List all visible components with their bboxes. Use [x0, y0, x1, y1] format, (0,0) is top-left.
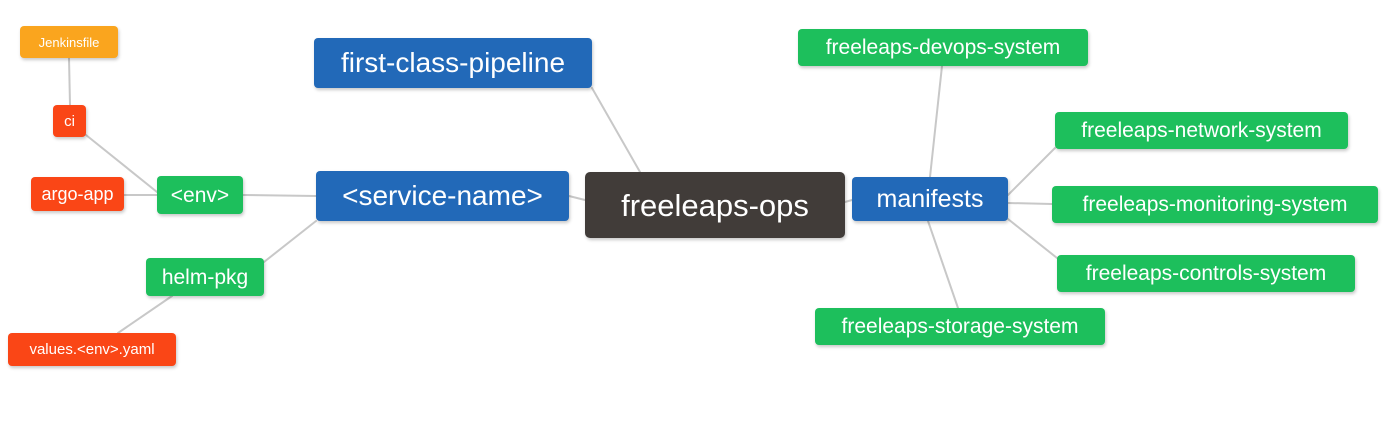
node-manifests[interactable]: manifests [852, 177, 1008, 221]
edge-first-class-pipeline-to-freeleaps-ops [591, 87, 641, 173]
node-label: values.<env>.yaml [29, 341, 155, 358]
node-label: manifests [876, 184, 984, 213]
node-env[interactable]: <env> [157, 176, 243, 214]
edge-jenkinsfile-to-ci [68, 57, 71, 106]
edge-manifests-to-network-system [1007, 147, 1056, 196]
node-first-class-pipeline[interactable]: first-class-pipeline [314, 38, 592, 88]
node-label: <service-name> [342, 180, 543, 211]
edge-manifests-to-storage-system [927, 220, 959, 309]
node-label: ci [64, 112, 75, 130]
node-label: freeleaps-devops-system [825, 36, 1061, 59]
edge-freeleaps-ops-to-manifests [844, 199, 853, 203]
node-label: freeleaps-network-system [1081, 119, 1322, 142]
edge-helm-pkg-to-values-yaml [117, 295, 173, 334]
edge-service-name-to-freeleaps-ops [568, 195, 586, 201]
node-ci[interactable]: ci [53, 105, 86, 137]
node-label: freeleaps-ops [621, 187, 809, 223]
node-label: <env> [170, 183, 230, 207]
node-label: argo-app [41, 184, 114, 204]
node-service-name[interactable]: <service-name> [316, 171, 569, 221]
node-label: freeleaps-storage-system [841, 315, 1079, 338]
node-freeleaps-ops[interactable]: freeleaps-ops [585, 172, 845, 238]
node-argo-app[interactable]: argo-app [31, 177, 124, 211]
edge-manifests-to-devops-system [929, 65, 943, 178]
node-jenkinsfile[interactable]: Jenkinsfile [20, 26, 118, 58]
node-label: freeleaps-monitoring-system [1082, 193, 1348, 216]
node-helm-pkg[interactable]: helm-pkg [146, 258, 264, 296]
node-values-yaml[interactable]: values.<env>.yaml [8, 333, 176, 366]
node-label: Jenkinsfile [38, 34, 100, 50]
node-monitoring-system[interactable]: freeleaps-monitoring-system [1052, 186, 1378, 223]
node-network-system[interactable]: freeleaps-network-system [1055, 112, 1348, 149]
edge-service-name-to-helm-pkg [263, 220, 317, 263]
edge-manifests-to-monitoring-system [1007, 202, 1053, 205]
edge-manifests-to-controls-system [1007, 218, 1058, 259]
node-controls-system[interactable]: freeleaps-controls-system [1057, 255, 1355, 292]
edge-env-to-service-name [242, 194, 317, 197]
node-label: helm-pkg [161, 265, 249, 289]
node-storage-system[interactable]: freeleaps-storage-system [815, 308, 1105, 345]
node-label: freeleaps-controls-system [1085, 262, 1327, 285]
node-label: first-class-pipeline [340, 47, 566, 78]
node-devops-system[interactable]: freeleaps-devops-system [798, 29, 1088, 66]
